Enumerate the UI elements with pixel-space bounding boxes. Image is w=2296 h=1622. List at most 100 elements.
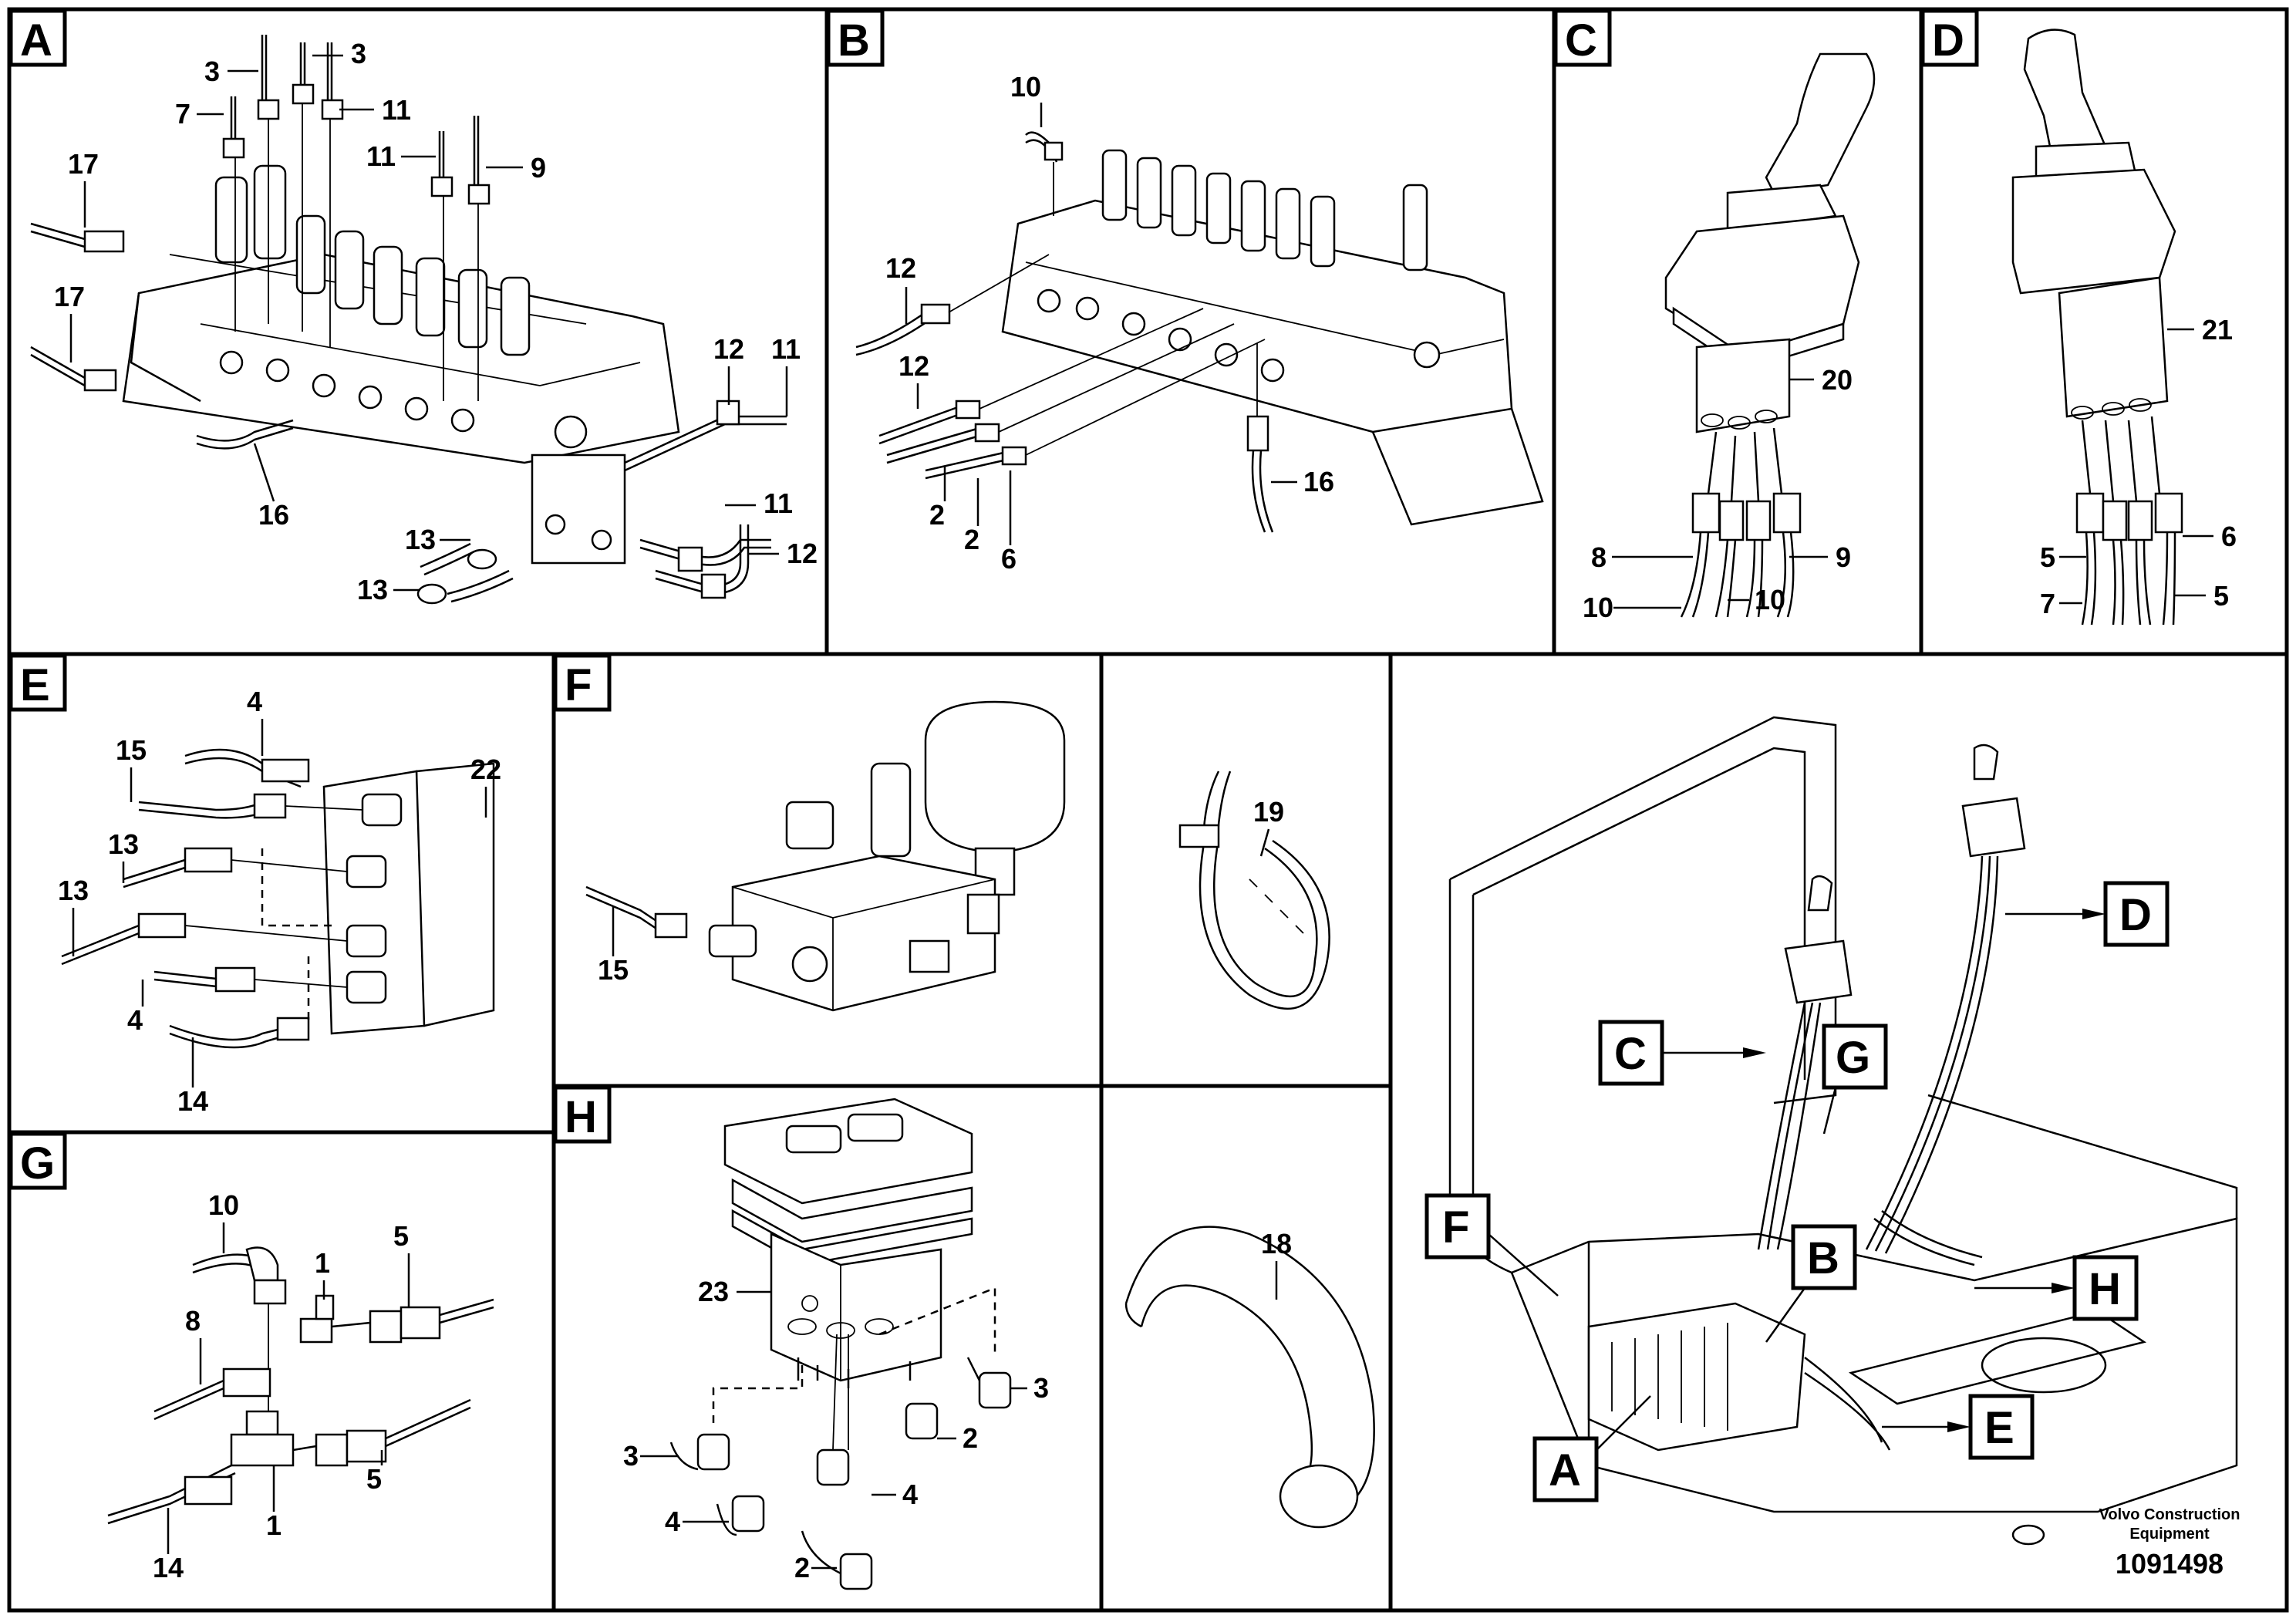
panel-d: D 21 6 5 7 5 (1920, 8, 2237, 626)
callout: 2 (964, 524, 979, 555)
overview-pointer-b (1791, 1224, 1857, 1290)
callout: 19 (1253, 796, 1284, 828)
panel-e: E 4 15 22 (8, 653, 501, 1117)
panel-a: A (8, 8, 818, 605)
callouts-h: 23 3 3 2 4 4 2 (623, 1276, 1049, 1583)
callout: 5 (366, 1463, 382, 1495)
callout: 20 (1822, 364, 1853, 396)
callout: 4 (127, 1004, 143, 1036)
callouts-18: 18 (1261, 1228, 1292, 1300)
overview-pointer-c (1598, 1020, 1664, 1086)
callout: 12 (899, 350, 929, 382)
panel-d-label-box (1920, 8, 1979, 67)
callout: 16 (258, 499, 289, 531)
callout: 13 (58, 875, 89, 906)
callout: 9 (1836, 541, 1851, 573)
panel-c-label-box (1553, 8, 1612, 67)
callout: 7 (2040, 588, 2055, 619)
panel-f-letter: F (565, 660, 592, 710)
control-valve-drawing (30, 35, 787, 605)
overview-pointer-g (1822, 1023, 1888, 1090)
overview-joysticks (1757, 744, 2026, 1254)
callouts-d: 21 6 5 7 5 (2040, 314, 2237, 619)
svg-text:G: G (1836, 1033, 1870, 1083)
panel-h: H 23 3 (553, 1085, 1049, 1590)
panel-hose-sleeve: 18 (1124, 1226, 1375, 1529)
callout: 2 (794, 1552, 810, 1583)
callout: 13 (357, 574, 388, 605)
callout: 4 (247, 686, 262, 717)
overview-pointer-f (1424, 1193, 1491, 1259)
panel-c-letter: C (1565, 15, 1597, 66)
callout: 15 (116, 734, 147, 766)
panel-b-label-box (826, 8, 885, 67)
overview-valve-cluster (1587, 1210, 1983, 1452)
callout: 17 (68, 148, 99, 180)
callouts-e: 4 15 22 13 13 4 14 (58, 686, 501, 1117)
callout: 8 (1591, 541, 1607, 573)
callouts-b: 10 12 12 2 2 6 16 (885, 71, 1334, 575)
callout: 16 (1303, 466, 1334, 497)
callout: 22 (470, 754, 501, 785)
callout: 13 (108, 828, 139, 860)
callout: 12 (787, 538, 818, 569)
svg-text:D: D (2119, 890, 2152, 940)
callouts-19: 19 (1253, 796, 1284, 857)
valve-spools (1101, 149, 1428, 271)
callout: 9 (531, 152, 546, 184)
callout: 3 (623, 1440, 639, 1472)
panel-b-letter: B (838, 15, 870, 66)
callout: 1 (315, 1247, 330, 1279)
joystick-drawing (1664, 52, 1876, 618)
panel-f: F 15 (553, 653, 1066, 1012)
callout: 13 (405, 524, 436, 555)
panel-cable-tie: 19 (1178, 771, 1330, 1010)
valve-ports (1037, 288, 1441, 383)
cable-tie-drawing (1178, 771, 1330, 1010)
callout: 14 (153, 1552, 184, 1583)
callouts-a: 3 3 7 11 11 9 17 17 12 11 16 11 13 (54, 38, 818, 605)
panel-b: B (826, 8, 1544, 575)
callout: 10 (1010, 71, 1041, 103)
svg-text:F: F (1442, 1202, 1469, 1253)
overview-pointers: C D G F B H A E (1424, 881, 2170, 1502)
callout: 18 (1261, 1228, 1292, 1259)
svg-text:C: C (1614, 1029, 1647, 1079)
panel-g: G 10 1 5 (8, 1131, 494, 1583)
callout: 11 (366, 140, 396, 172)
callout: 12 (713, 333, 744, 365)
callout: 11 (764, 487, 793, 519)
footer-company: Volvo Construction (2099, 1506, 2240, 1523)
callout: 4 (665, 1506, 680, 1537)
footer-company-line2: Equipment (2129, 1526, 2210, 1543)
panel-e-letter: E (20, 660, 50, 710)
panel-overview: C D G F B H A E (1424, 716, 2240, 1580)
callout: 3 (1033, 1372, 1049, 1404)
callout: 15 (598, 954, 629, 986)
svg-text:A: A (1549, 1445, 1581, 1496)
svg-text:H: H (2089, 1264, 2121, 1314)
overview-pointer-h (2072, 1255, 2139, 1321)
callout: 17 (54, 281, 85, 312)
panel-e-label-box (8, 653, 67, 712)
cab-frame-drawing (1448, 716, 2238, 1546)
callout: 3 (351, 38, 366, 69)
callouts-f: 15 (598, 906, 629, 986)
callout: 2 (963, 1422, 978, 1454)
panel-g-letter: G (20, 1138, 55, 1189)
callout: 6 (2221, 521, 2237, 552)
overview-pointer-a (1532, 1436, 1599, 1502)
callout: 4 (902, 1479, 918, 1510)
footer: Volvo Construction Equipment 1091498 (2099, 1506, 2240, 1580)
callout: 5 (2213, 580, 2229, 612)
callout: 3 (204, 56, 220, 87)
callout: 12 (885, 252, 916, 284)
accumulator-valve-drawing (585, 700, 1066, 1012)
control-valve-drawing (855, 131, 1544, 533)
callout: 2 (929, 499, 945, 531)
panel-a-label-box (8, 8, 67, 67)
callout: 6 (1001, 543, 1017, 575)
overview-pointer-e (1968, 1394, 2035, 1460)
callout: 11 (382, 94, 411, 126)
